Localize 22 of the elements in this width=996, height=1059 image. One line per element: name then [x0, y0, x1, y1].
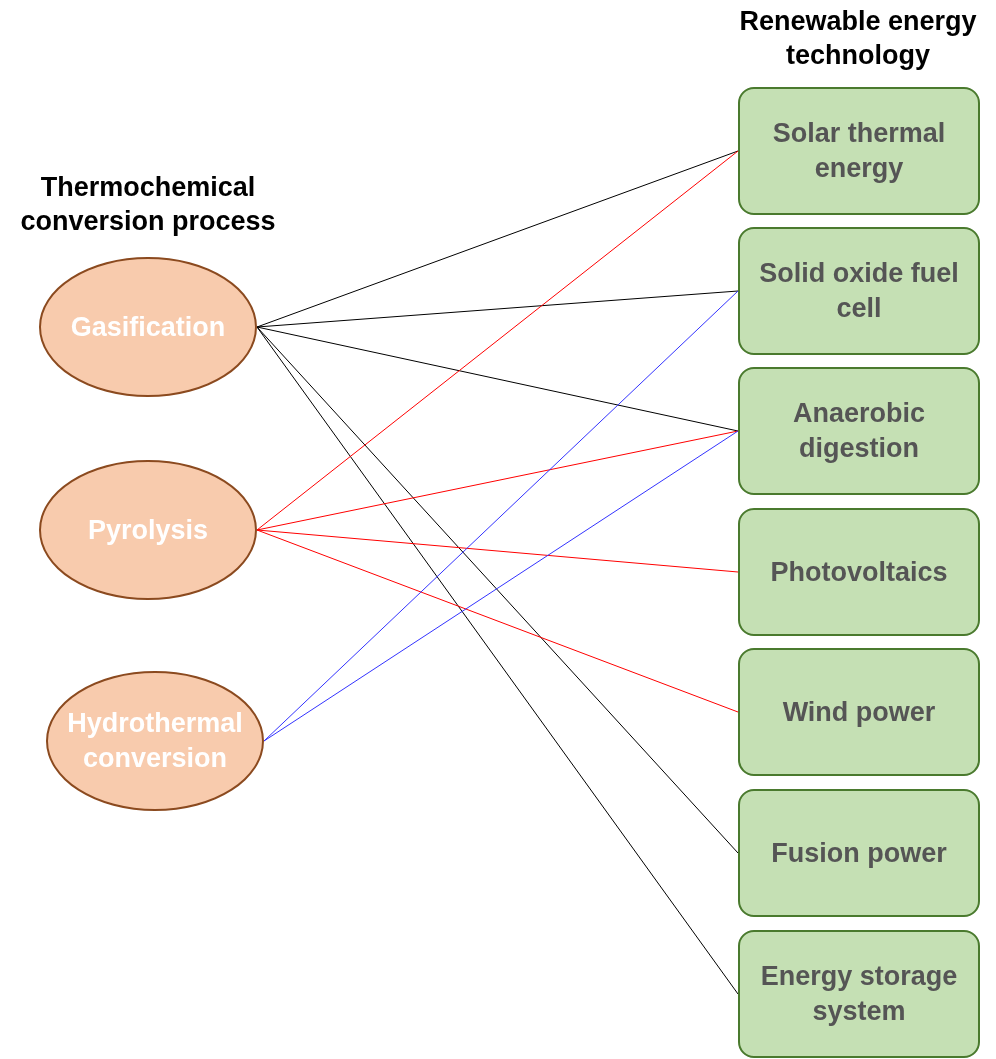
connector-line [256, 326, 739, 432]
connector-line [256, 326, 739, 995]
technology-box: Photovoltaics [738, 508, 980, 636]
technology-box: Solid oxide fuel cell [738, 227, 980, 355]
technology-box: Solar thermal energy [738, 87, 980, 215]
process-ellipse: Gasification [39, 257, 257, 397]
connector-line [263, 290, 739, 742]
connector-line [256, 529, 739, 573]
technology-box: Energy storage system [738, 930, 980, 1058]
connector-line [256, 290, 739, 328]
technology-box: Anaerobic digestion [738, 367, 980, 495]
connector-line [256, 150, 739, 328]
process-ellipse: Pyrolysis [39, 460, 257, 600]
technology-box: Fusion power [738, 789, 980, 917]
process-ellipse: Hydrothermal conversion [46, 671, 264, 811]
group-heading: Renewable energy technology [738, 5, 978, 72]
connector-line [256, 430, 739, 531]
connector-line [256, 529, 739, 713]
technology-box: Wind power [738, 648, 980, 776]
connector-line [263, 430, 739, 742]
connector-line [256, 150, 739, 531]
group-heading: Thermochemical conversion process [19, 171, 277, 238]
